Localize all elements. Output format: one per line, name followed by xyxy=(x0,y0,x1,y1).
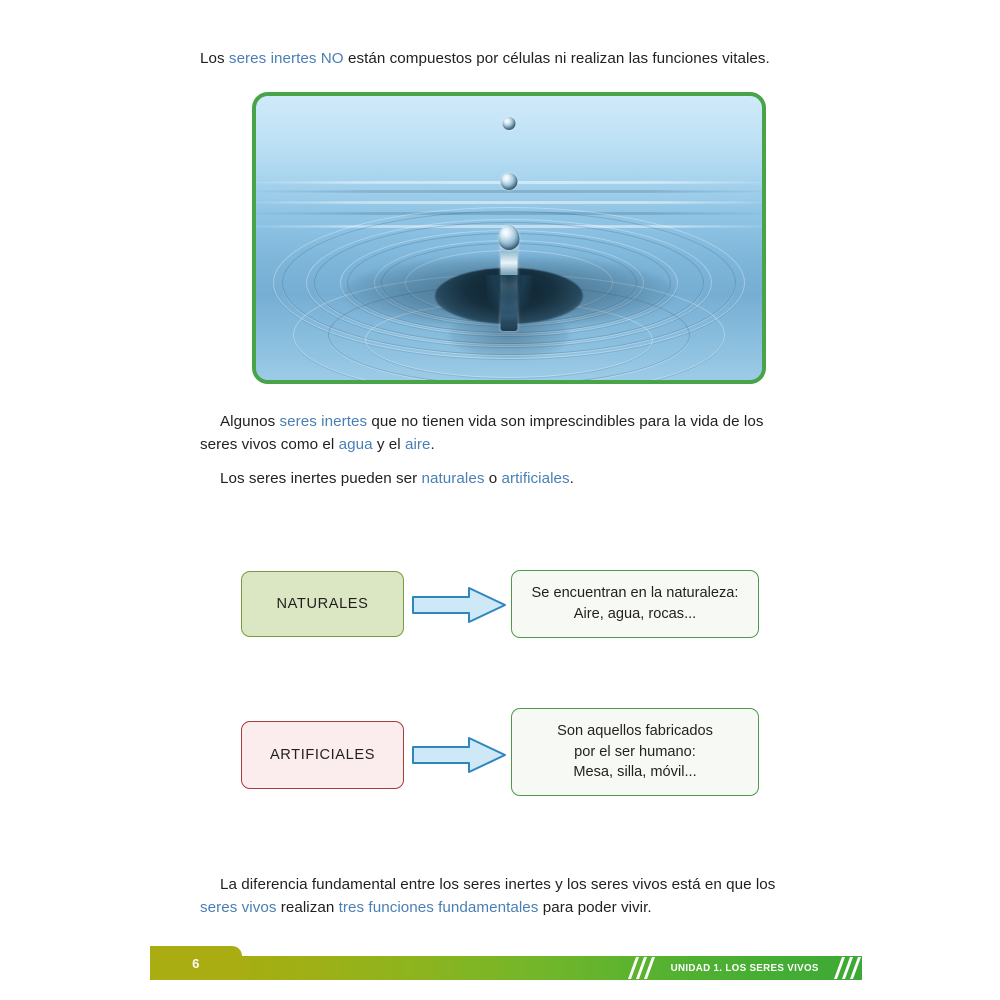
p1-highlight-aire: aire xyxy=(404,436,431,454)
p2-highlight-artificiales: artificiales xyxy=(501,470,570,487)
desc-artificiales-line2: por el ser humano: xyxy=(574,743,696,760)
desc-naturales-line2: Aire, agua, rocas... xyxy=(573,606,697,622)
intro-paragraph: Los seres inertes NO están compuestos po… xyxy=(200,47,804,70)
water-droplet-lower xyxy=(498,225,520,251)
diagram-box-artificiales-label: ARTIFICIALES xyxy=(269,746,376,763)
intro-text-part1: Los xyxy=(200,50,229,67)
paragraph-2-container: Los seres inertes pueden ser naturales o… xyxy=(200,467,804,490)
intro-highlight-seres-inertes-no: seres inertes NO xyxy=(228,50,344,67)
diagram-box-artificiales[interactable]: ARTIFICIALES xyxy=(241,721,404,789)
slash-decoration-left-icon xyxy=(627,956,657,980)
p2-part3: . xyxy=(569,470,574,487)
footer-gradient-bar xyxy=(150,956,862,980)
unit-label: UNIDAD 1. LOS SERES VIVOS xyxy=(670,962,819,974)
diagram-box-naturales[interactable]: NATURALES xyxy=(241,571,404,637)
p1-highlight-seres-inertes: seres inertes xyxy=(279,413,368,430)
water-droplet-middle xyxy=(500,172,518,190)
desc-naturales-line1: Se encuentran en la naturaleza: xyxy=(531,585,739,602)
far-ripple xyxy=(256,212,762,216)
footer-unit-group: UNIDAD 1. LOS SERES VIVOS xyxy=(627,956,862,980)
arrow-right-icon-naturales xyxy=(412,587,506,623)
intro-text-part2: están compuestos por células ni realizan… xyxy=(343,50,770,67)
p2-part1: Los seres inertes pueden ser xyxy=(220,470,422,487)
p2-highlight-naturales: naturales xyxy=(421,470,485,487)
page-footer: 6 UNIDAD 1. LOS SERES VIVOS xyxy=(0,940,1000,1000)
diagram-description-naturales[interactable]: Se encuentran en la naturaleza: Aire, agu… xyxy=(511,570,759,638)
far-ripple xyxy=(256,201,762,205)
diagram-description-artificiales[interactable]: Son aquellos fabricados por el ser humano… xyxy=(511,708,759,796)
paragraph-2: Los seres inertes pueden ser naturales o… xyxy=(200,467,804,490)
paragraph-3-container: La diferencia fundamental entre los sere… xyxy=(200,873,804,919)
p1-part2: que no tienen vida son imprescindibles p… xyxy=(200,413,764,454)
diagram-box-naturales-label: NATURALES xyxy=(276,595,369,612)
page-number: 6 xyxy=(192,955,200,971)
desc-artificiales-line1: Son aquellos fabricados xyxy=(557,722,713,739)
p2-part2: o xyxy=(484,470,502,487)
paragraph-1-container: Algunos seres inertes que no tienen vida… xyxy=(200,410,804,456)
paragraph-3: La diferencia fundamental entre los sere… xyxy=(200,873,804,919)
water-drop-photo xyxy=(252,92,766,384)
desc-artificiales-line3: Mesa, silla, móvil... xyxy=(573,764,697,781)
intro-paragraph-container: Los seres inertes NO están compuestos po… xyxy=(200,47,804,70)
p1-part4: . xyxy=(430,436,435,454)
page-number-tab xyxy=(150,946,242,980)
slash-decoration-right-icon xyxy=(832,956,862,980)
slash-icon xyxy=(644,957,656,979)
far-ripple xyxy=(256,189,762,193)
water-haze xyxy=(256,96,762,210)
p3-part1: La diferencia fundamental entre los sere… xyxy=(220,876,776,893)
paragraph-1: Algunos seres inertes que no tienen vida… xyxy=(200,410,804,456)
water-column-base xyxy=(486,274,532,315)
p3-highlight-seres-vivos: seres vivos xyxy=(200,899,277,917)
water-drop-photo-inner xyxy=(256,96,762,380)
arrow-right-icon-artificiales xyxy=(412,737,506,773)
p3-part2: realizan xyxy=(276,899,339,917)
water-droplet-upper xyxy=(502,117,516,131)
p3-part3: para poder vivir. xyxy=(538,899,652,917)
p1-highlight-agua: agua xyxy=(338,436,373,454)
p1-part1: Algunos xyxy=(220,413,280,430)
p3-highlight-tres-funciones: tres funciones fundamentales xyxy=(338,899,539,917)
p1-part3: y el xyxy=(372,436,405,454)
